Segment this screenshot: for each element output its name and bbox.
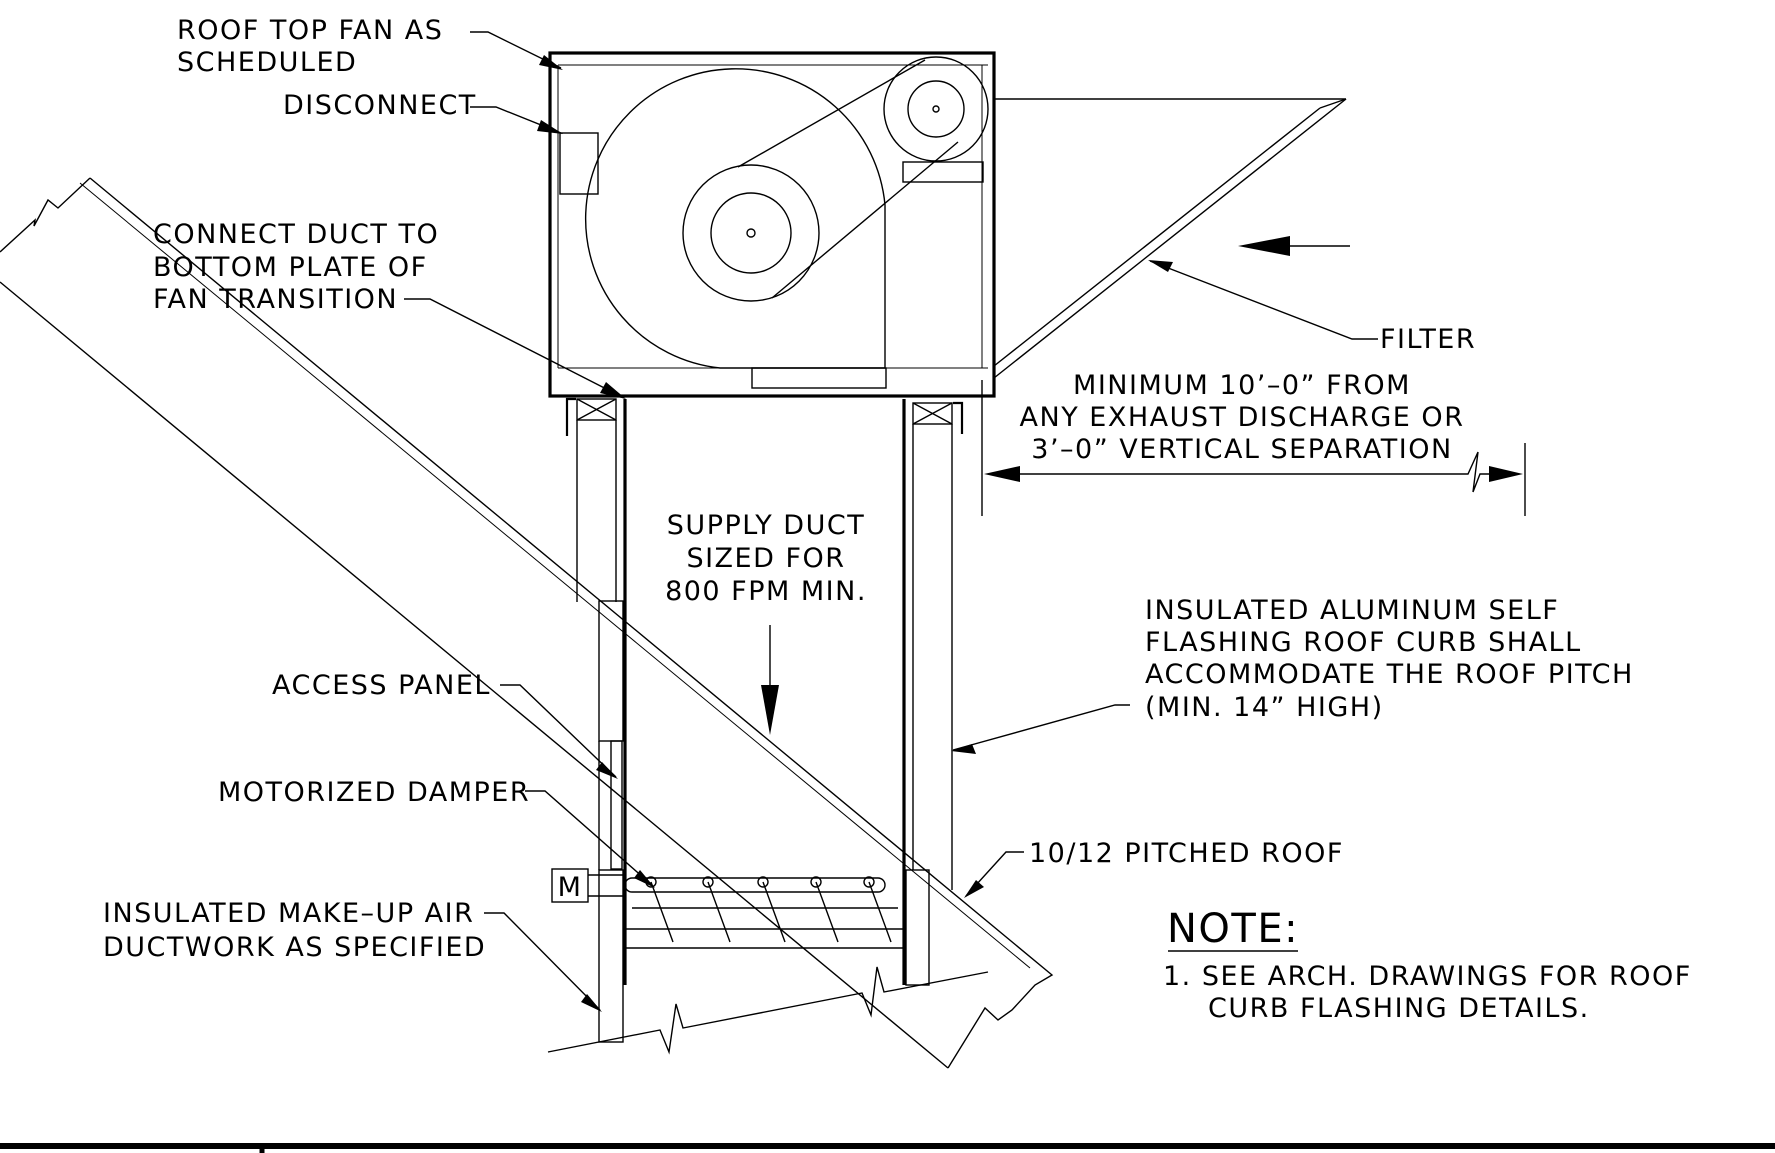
svg-text:FLASHING ROOF CURB SHALL: FLASHING ROOF CURB SHALL [1145,627,1582,658]
roof-top-fan [548,51,996,398]
label-pitched-roof: 10/12 PITCHED ROOF [1029,838,1344,869]
svg-text:DUCTWORK AS SPECIFIED: DUCTWORK AS SPECIFIED [103,932,486,963]
svg-text:MINIMUM 10’–0” FROM: MINIMUM 10’–0” FROM [1073,370,1411,401]
svg-text:3’–0” VERTICAL SEPARATION: 3’–0” VERTICAL SEPARATION [1031,434,1452,465]
label-roof-curb: INSULATED ALUMINUM SELF FLASHING ROOF CU… [1145,595,1634,723]
label-filter: FILTER [1380,324,1476,355]
label-makeup-air: INSULATED MAKE–UP AIR DUCTWORK AS SPECIF… [103,898,486,963]
pitched-roof [0,177,1054,1069]
note-item-1-cont: CURB FLASHING DETAILS. [1208,993,1590,1024]
svg-text:SIZED FOR: SIZED FOR [686,543,845,574]
label-connect-duct: CONNECT DUCT TO BOTTOM PLATE OF FAN TRAN… [153,219,439,315]
note-item-1: 1. SEE ARCH. DRAWINGS FOR ROOF [1163,961,1692,992]
svg-text:INSULATED MAKE–UP AIR: INSULATED MAKE–UP AIR [103,898,474,929]
title-block-border [0,1143,1775,1153]
roof-deck [547,966,989,1055]
disconnect-box [559,132,599,195]
svg-text:SUPPLY DUCT: SUPPLY DUCT [667,510,865,541]
roof-curb [565,397,964,890]
motorized-damper [624,876,898,943]
note-heading: NOTE: [1167,906,1299,952]
svg-text:INSULATED ALUMINUM SELF: INSULATED ALUMINUM SELF [1145,595,1559,626]
access-panel [610,740,623,870]
svg-text:ANY EXHAUST DISCHARGE OR: ANY EXHAUST DISCHARGE OR [1020,402,1465,433]
svg-text:CONNECT DUCT TO: CONNECT DUCT TO [153,219,439,250]
svg-text:BOTTOM PLATE OF: BOTTOM PLATE OF [153,252,428,283]
svg-text:(MIN. 14” HIGH): (MIN. 14” HIGH) [1145,692,1384,723]
motor-symbol-label: M [558,872,583,903]
note-block: NOTE: 1. SEE ARCH. DRAWINGS FOR ROOF CUR… [1163,906,1692,1024]
label-disconnect: DISCONNECT [283,90,477,121]
label-supply-duct: SUPPLY DUCT SIZED FOR 800 FPM MIN. [665,510,867,607]
label-access-panel: ACCESS PANEL [272,670,491,701]
leader-lines [404,31,1378,1012]
svg-text:ACCOMMODATE THE ROOF PITCH: ACCOMMODATE THE ROOF PITCH [1145,659,1634,690]
filter-hood [993,98,1350,379]
label-motorized-damper: MOTORIZED DAMPER [218,777,530,808]
separation-dimension [981,380,1526,516]
svg-text:ROOF TOP FAN AS: ROOF TOP FAN AS [177,15,443,46]
label-minimum-separation: MINIMUM 10’–0” FROM ANY EXHAUST DISCHARG… [1020,370,1465,465]
svg-text:800 FPM MIN.: 800 FPM MIN. [665,576,867,607]
label-roof-top-fan: ROOF TOP FAN AS SCHEDULED [177,15,443,78]
svg-text:SCHEDULED: SCHEDULED [177,47,357,78]
supply-duct [551,399,930,1043]
svg-text:FAN TRANSITION: FAN TRANSITION [153,284,398,315]
